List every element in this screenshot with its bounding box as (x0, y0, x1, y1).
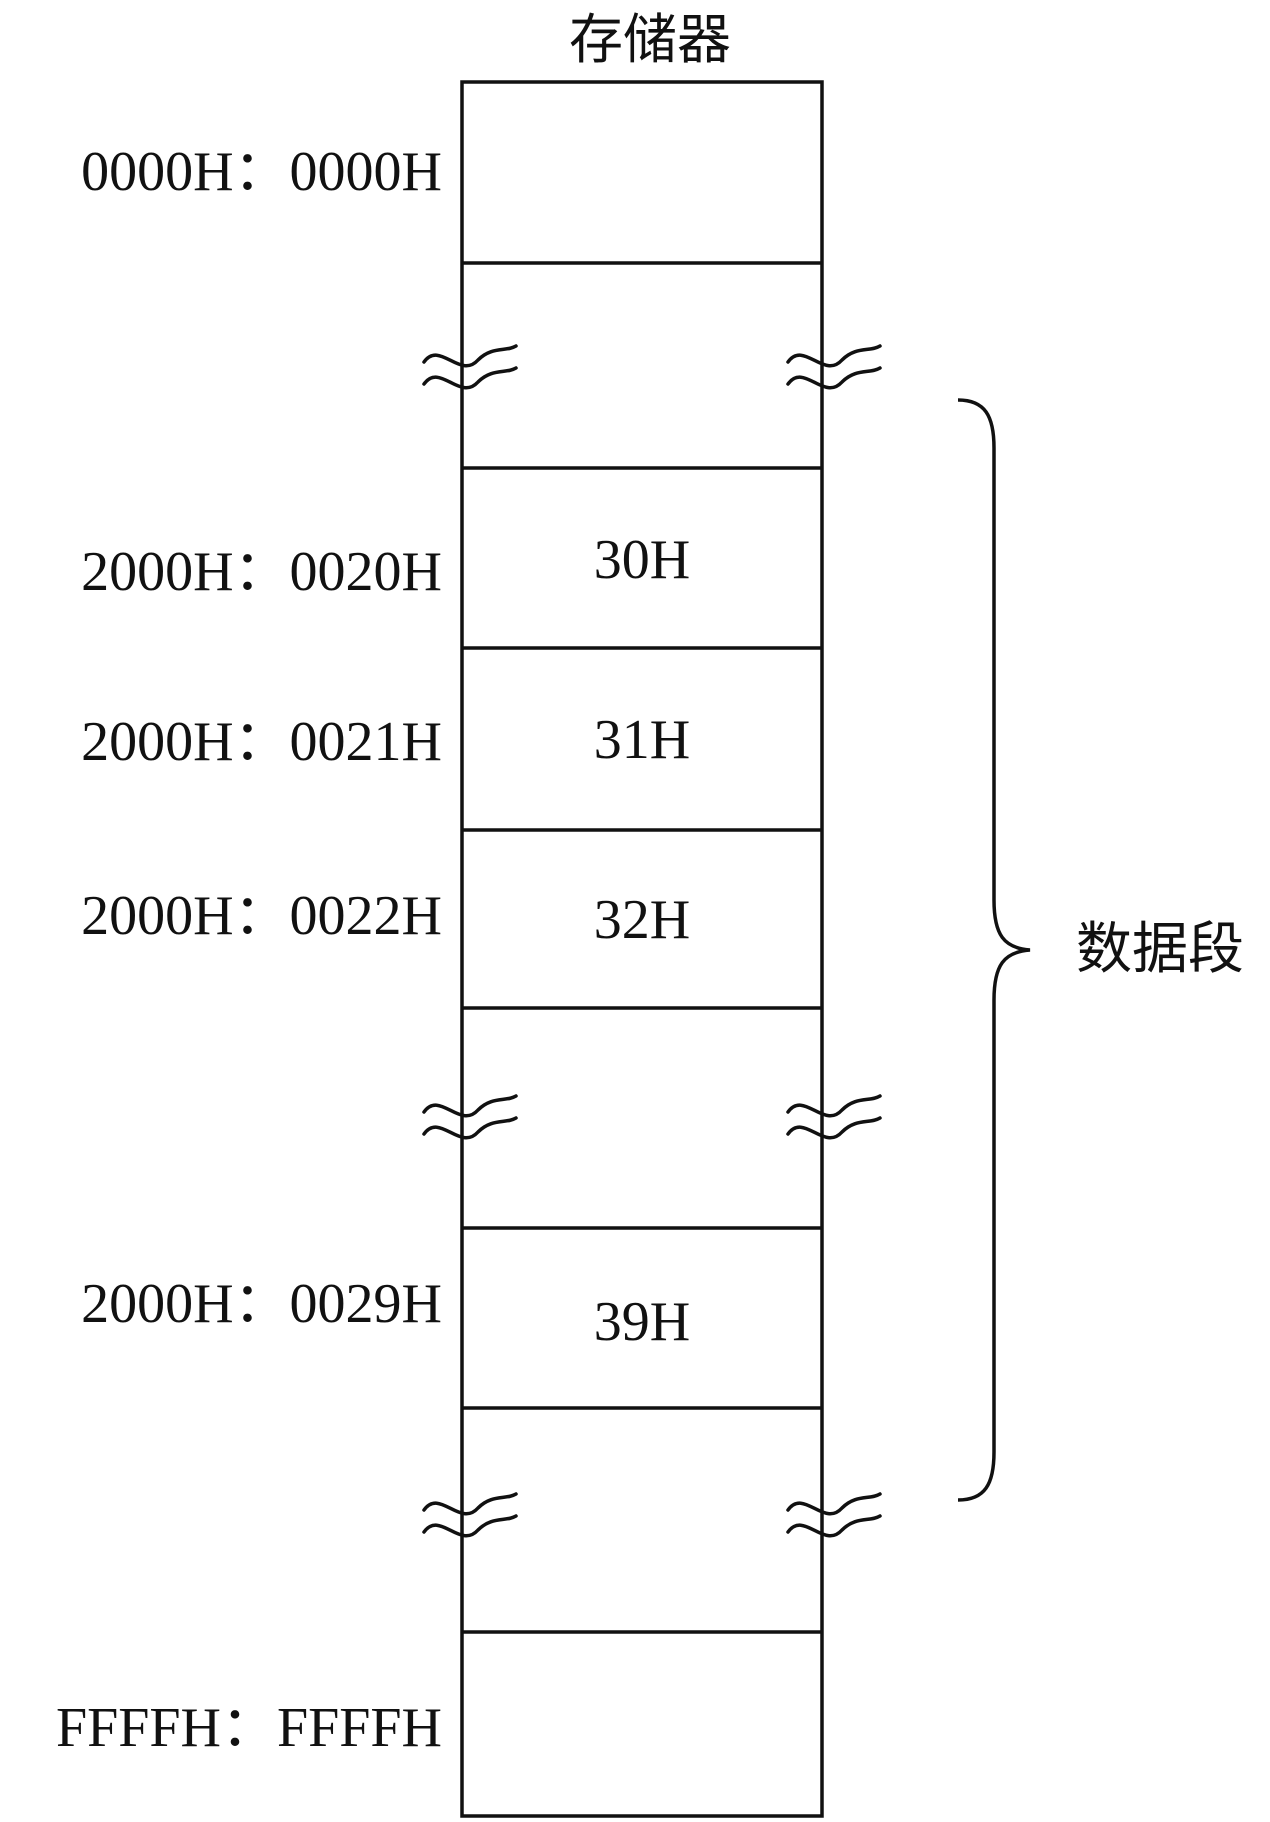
break-mark-left (422, 344, 518, 390)
address-label: 0000H：0000H (81, 141, 442, 203)
cell-values: 30H 31H 32H 39H (594, 529, 690, 1353)
segment-brace (957, 398, 1031, 1502)
address-label: 2000H：0029H (81, 1273, 442, 1335)
cell-dividers (462, 261, 822, 1634)
address-label: FFFFH：FFFFH (56, 1697, 442, 1759)
cell-value: 39H (594, 1291, 690, 1353)
address-labels: 0000H：0000H 2000H：0020H 2000H：0021H 2000… (56, 141, 442, 1759)
break-mark-left (422, 1492, 518, 1538)
break-marks (422, 344, 882, 1538)
address-label: 2000H：0022H (81, 885, 442, 947)
segment-label: 数据段 (1076, 917, 1244, 982)
break-mark-left (422, 1094, 518, 1140)
break-mark-right (786, 344, 882, 390)
cell-value: 31H (594, 709, 690, 771)
address-label: 2000H：0020H (81, 541, 442, 603)
cell-value: 30H (594, 529, 690, 591)
cell-value: 32H (594, 889, 690, 951)
break-mark-right (786, 1492, 882, 1538)
memory-column (460, 80, 824, 1818)
memory-title: 存储器 (569, 8, 731, 71)
address-label: 2000H：0021H (81, 711, 442, 773)
break-mark-right (786, 1094, 882, 1140)
